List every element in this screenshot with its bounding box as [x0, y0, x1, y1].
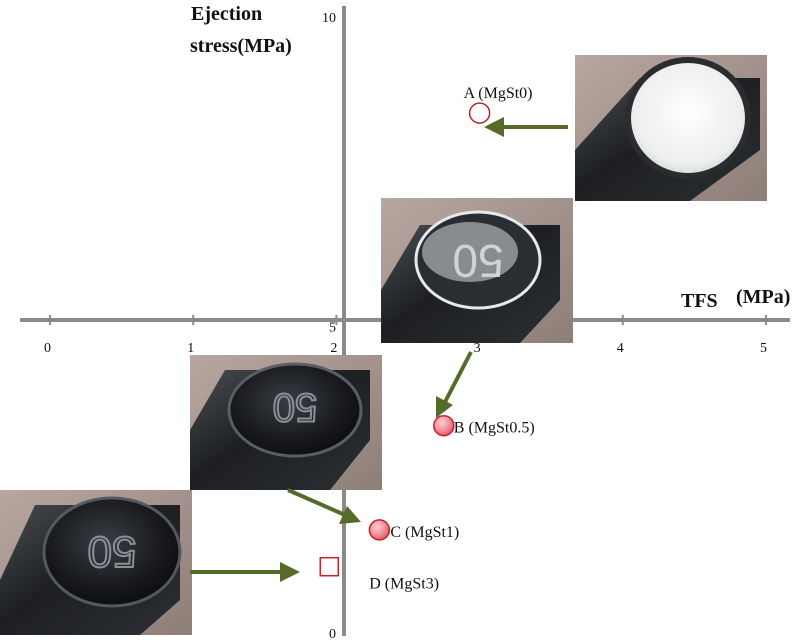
punch-photo-c: 50 [190, 355, 382, 490]
y-tick-label: 10 [322, 11, 336, 26]
y-axis-title-line1: Ejection [191, 3, 262, 25]
x-tick-label: 2 [330, 341, 337, 356]
data-point-a [468, 102, 491, 124]
data-points [319, 102, 491, 577]
data-point-b [433, 414, 455, 437]
data-point-c [368, 519, 391, 541]
data-point-label-c: C (MgSt1) [390, 524, 459, 541]
arrow-b-head [436, 396, 453, 418]
x-axis-unit: (MPa) [736, 286, 790, 308]
svg-text:50: 50 [273, 385, 318, 429]
x-axis-title: TFS [681, 290, 718, 312]
data-point-label-d: D (MgSt3) [369, 576, 439, 593]
x-tick-label: 0 [44, 341, 51, 356]
punch-photo-b: 50 [381, 198, 573, 343]
y-axis-title-line2: stress(MPa) [190, 35, 292, 57]
data-point-labels: A (MgSt0) B (MgSt0.5) C (MgSt1) D (MgSt3) [369, 85, 534, 593]
arrow-a-head [484, 117, 504, 137]
arrow-c-line [287, 488, 346, 517]
y-tick-label: 0 [329, 627, 336, 642]
x-tick-labels: 0 1 2 3 4 5 [44, 341, 767, 356]
arrows [190, 117, 568, 582]
x-tick-label: 1 [187, 341, 194, 356]
punch-photo-d: 50 [0, 490, 192, 635]
punch-photo-a [575, 55, 767, 201]
arrow-d-head [280, 562, 300, 582]
y-tick-labels: 0 5 10 [322, 11, 336, 642]
x-tick-label: 5 [760, 341, 767, 356]
arrow-c-head [339, 506, 361, 524]
data-point-label-b: B (MgSt0.5) [454, 420, 535, 437]
arrow-b-line [443, 351, 473, 403]
x-tick-label: 4 [617, 341, 624, 356]
svg-text:50: 50 [452, 235, 503, 287]
data-point-label-a: A (MgSt0) [464, 85, 533, 102]
x-tick-label: 3 [474, 341, 481, 356]
data-point-d [319, 556, 339, 577]
svg-text:50: 50 [88, 527, 137, 576]
y-tick-label: 5 [329, 321, 336, 336]
